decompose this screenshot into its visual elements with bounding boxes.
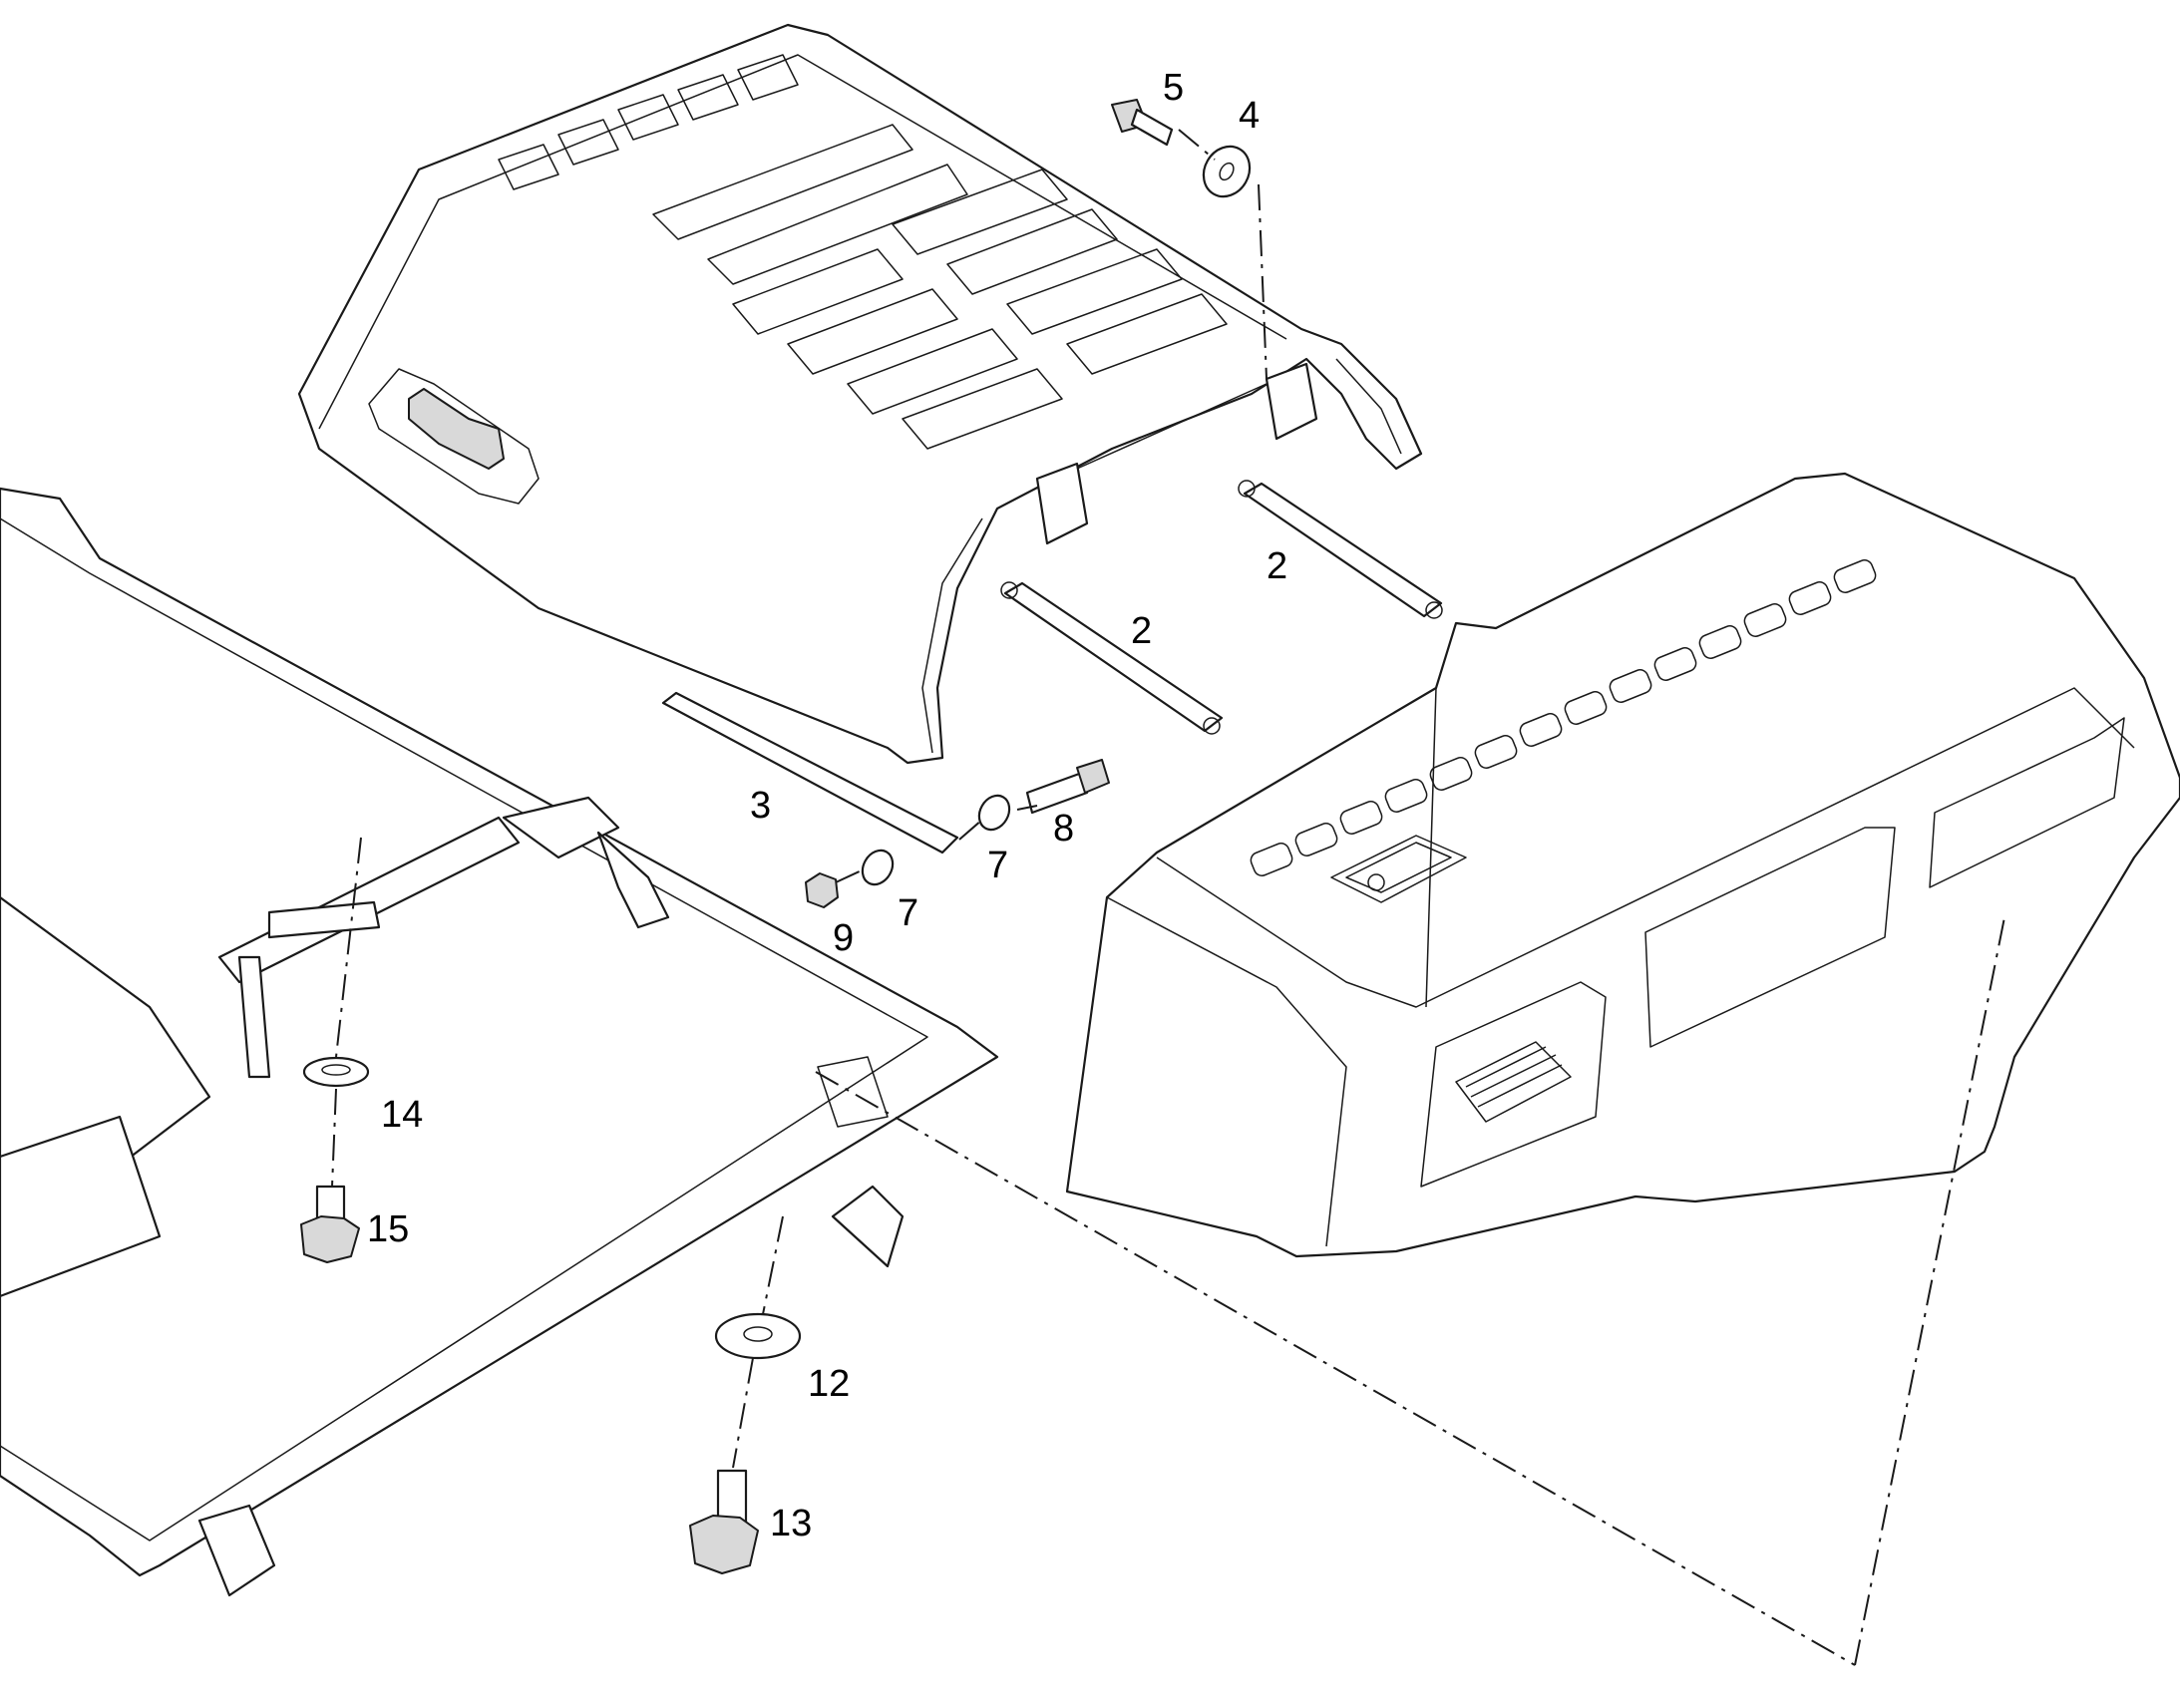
washer-4 — [1202, 145, 1252, 198]
callout-labels: 5 4 2 2 3 7 7 8 9 14 15 12 13 — [367, 67, 1287, 1544]
callout-8: 8 — [1053, 808, 1074, 850]
callout-7-upper: 7 — [987, 845, 1008, 886]
callout-13: 13 — [770, 1503, 812, 1544]
support-bar — [661, 691, 959, 854]
callout-15: 15 — [367, 1208, 409, 1250]
callout-5: 5 — [1163, 67, 1184, 109]
callout-3: 3 — [750, 785, 771, 827]
nut-9 — [805, 872, 839, 908]
leader-lines — [331, 129, 2005, 1666]
washer-7-upper — [977, 794, 1011, 832]
gas-strut-lower — [1000, 581, 1224, 735]
front-hood — [1065, 472, 2180, 1258]
callout-7-lower: 7 — [898, 892, 918, 934]
callout-2-lower: 2 — [1131, 610, 1152, 652]
washer-12 — [714, 1312, 802, 1360]
callout-4: 4 — [1239, 95, 1260, 137]
callout-2-upper: 2 — [1267, 545, 1287, 587]
hood-vent-row — [1250, 559, 1877, 876]
gas-strut-upper — [1238, 480, 1443, 619]
seat-frame — [0, 487, 999, 1597]
callout-12: 12 — [808, 1363, 850, 1405]
callout-9: 9 — [833, 917, 854, 959]
washer-14 — [302, 1056, 370, 1088]
callout-14: 14 — [381, 1094, 423, 1136]
rear-hood — [297, 23, 1423, 765]
bolt-8 — [1025, 759, 1110, 815]
washer-7-lower — [861, 849, 895, 886]
bolt-13 — [689, 1469, 759, 1574]
bolt-15 — [300, 1185, 360, 1263]
bolt-5 — [1111, 99, 1174, 147]
